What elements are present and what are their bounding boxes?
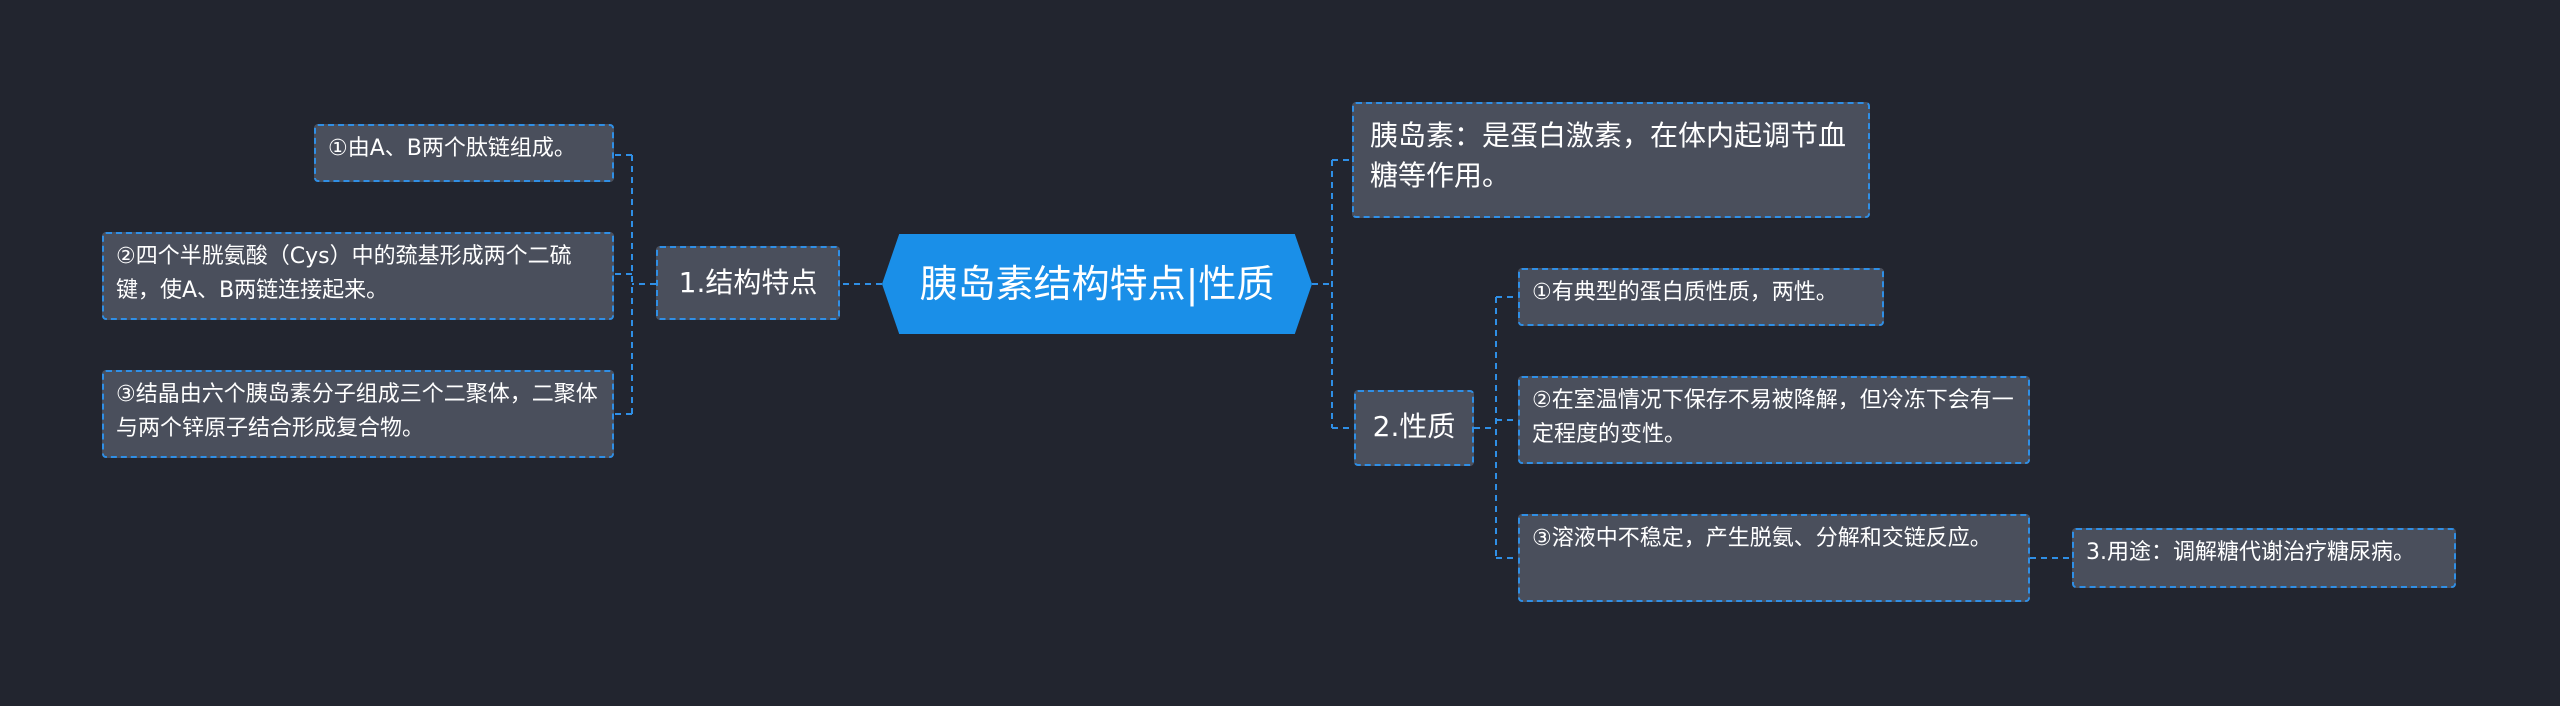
structure-item-1[interactable]: ①由A、B两个肽链组成。 (314, 124, 614, 182)
connector-properties-items (1474, 296, 1518, 559)
branch-properties[interactable]: 2.性质 (1354, 390, 1474, 466)
properties-item-2[interactable]: ②在室温情况下保存不易被降解，但冷冻下会有一定程度的变性。 (1518, 376, 2030, 464)
usage-node[interactable]: 3.用途：调解糖代谢治疗糖尿病。 (2072, 528, 2456, 588)
structure-item-3-text: ③结晶由六个胰岛素分子组成三个二聚体，二聚体与两个锌原子结合形成复合物。 (116, 382, 598, 441)
root-title: 胰岛素结构特点|性质 (919, 262, 1275, 306)
structure-item-2-text: ②四个半胱氨酸（Cys）中的巯基形成两个二硫键，使A、B两链连接起来。 (116, 244, 572, 303)
structure-item-3[interactable]: ③结晶由六个胰岛素分子组成三个二聚体，二聚体与两个锌原子结合形成复合物。 (102, 370, 614, 458)
properties-item-3-text: ③溶液中不稳定，产生脱氨、分解和交链反应。 (1532, 526, 1992, 551)
intro-box[interactable]: 胰岛素：是蛋白激素，在体内起调节血糖等作用。 (1352, 102, 1870, 218)
structure-item-2[interactable]: ②四个半胱氨酸（Cys）中的巯基形成两个二硫键，使A、B两链连接起来。 (102, 232, 614, 320)
intro-text: 胰岛素：是蛋白激素，在体内起调节血糖等作用。 (1370, 119, 1847, 192)
connector-root-right (1312, 159, 1354, 429)
root-node[interactable]: 胰岛素结构特点|性质 (882, 234, 1312, 334)
branch-properties-label: 2.性质 (1372, 410, 1456, 443)
properties-item-2-text: ②在室温情况下保存不易被降解，但冷冻下会有一定程度的变性。 (1532, 388, 2014, 447)
branch-structure[interactable]: 1.结构特点 (656, 246, 840, 320)
connector-structure-items (614, 154, 656, 415)
properties-item-1-text: ①有典型的蛋白质性质，两性。 (1532, 280, 1838, 305)
properties-item-3[interactable]: ③溶液中不稳定，产生脱氨、分解和交链反应。 (1518, 514, 2030, 602)
structure-item-1-text: ①由A、B两个肽链组成。 (328, 136, 576, 161)
usage-text: 3.用途：调解糖代谢治疗糖尿病。 (2086, 540, 2415, 565)
branch-structure-label: 1.结构特点 (678, 266, 818, 299)
properties-item-1[interactable]: ①有典型的蛋白质性质，两性。 (1518, 268, 1884, 326)
